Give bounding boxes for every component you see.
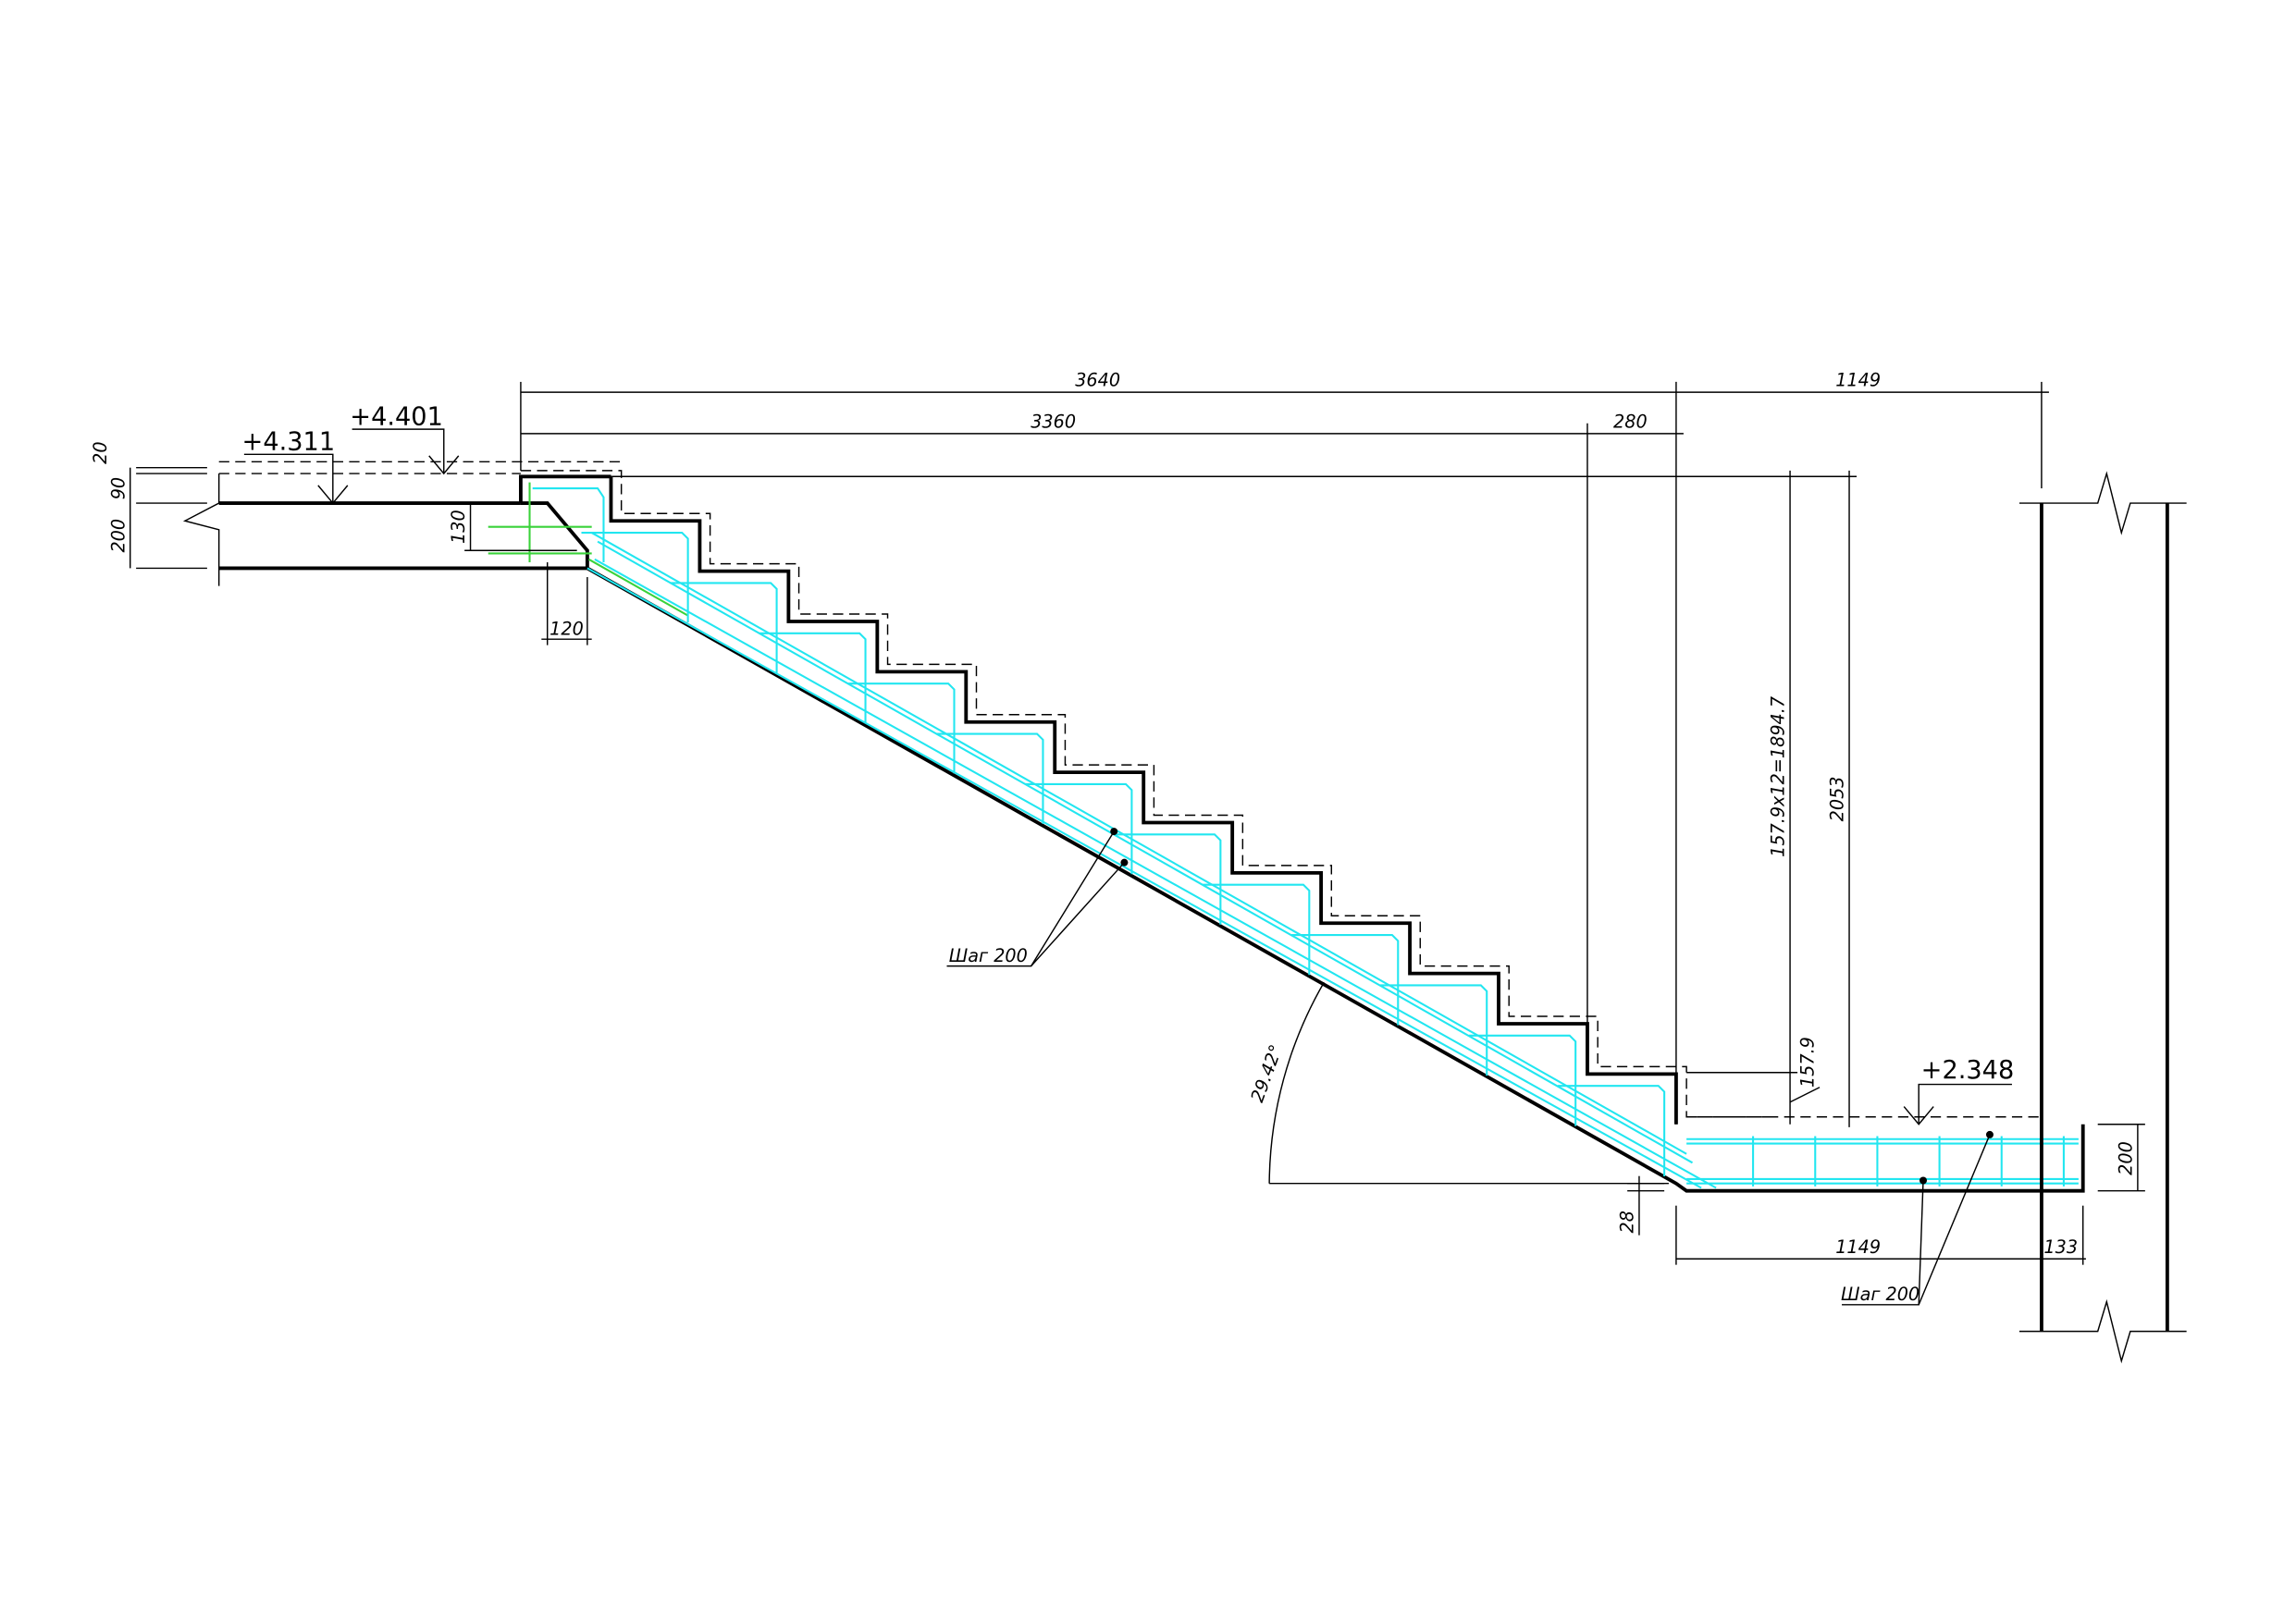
dim-riser-single: 157.9 xyxy=(1797,1037,1819,1088)
stirrup xyxy=(1557,1085,1666,1177)
dim-90: 90 xyxy=(107,477,129,499)
dim-20: 20 xyxy=(90,441,111,463)
note-landing-spacing: Шаг 200 xyxy=(1841,1284,1920,1305)
wall xyxy=(1686,471,2187,1364)
dim-last-tread: 280 xyxy=(1613,412,1648,433)
stirrup xyxy=(581,532,689,622)
stirrup xyxy=(1291,933,1400,1026)
note-flight-spacing: Шаг 200 xyxy=(949,945,1028,966)
dim-landing-top: 1149 xyxy=(1835,370,1881,391)
stirrup xyxy=(936,732,1044,824)
stirrup xyxy=(1114,833,1222,925)
rebar-cage xyxy=(488,482,2079,1189)
elevation-upper-slab: +4.311 xyxy=(242,427,336,456)
dim-angle: 29.42° xyxy=(1246,1041,1287,1105)
dim-28: 28 xyxy=(1617,1211,1638,1233)
stirrup xyxy=(1203,883,1311,976)
dim-landing-thickness: 200 xyxy=(2115,1141,2136,1175)
dim-risers: 157.9x12=1894.7 xyxy=(1768,695,1789,857)
stirrup xyxy=(1025,782,1133,875)
dim-total-rise: 2053 xyxy=(1827,776,1848,821)
stirrup xyxy=(759,632,867,723)
dim-landing-bottom: 1149 xyxy=(1835,1236,1881,1258)
dim-flight-run: 3360 xyxy=(1031,412,1076,433)
stirrup xyxy=(847,682,956,774)
stirrup xyxy=(1380,984,1488,1076)
elevation-upper-finish: +4.401 xyxy=(350,402,443,431)
dim-130: 130 xyxy=(448,510,469,544)
dim-total-run: 3640 xyxy=(1075,370,1120,391)
dim-133: 133 xyxy=(2043,1236,2078,1258)
elevation-lower-landing: +2.348 xyxy=(1921,1056,2015,1085)
dimension-lines xyxy=(130,381,2145,1306)
upper-slab xyxy=(136,461,622,586)
stirrup xyxy=(1469,1034,1577,1126)
dim-200: 200 xyxy=(107,519,129,553)
dim-120: 120 xyxy=(549,618,584,639)
stirrup xyxy=(670,582,778,673)
stair-outline xyxy=(519,470,2085,1193)
